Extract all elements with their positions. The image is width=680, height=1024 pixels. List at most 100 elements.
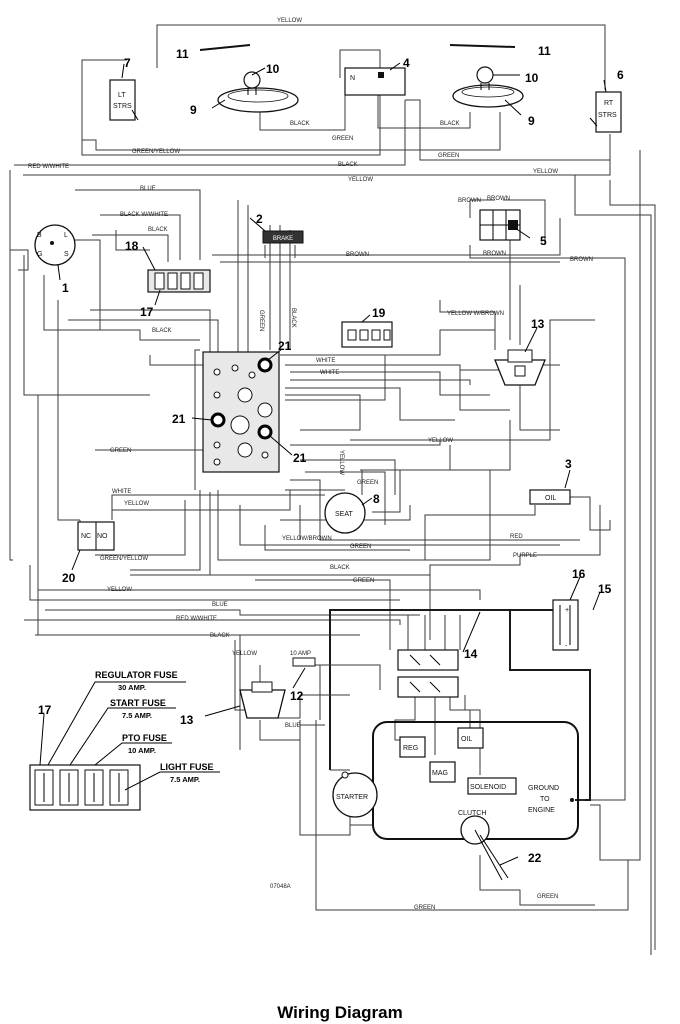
svg-text:WHITE: WHITE bbox=[316, 358, 335, 364]
light-relay: N bbox=[344, 67, 406, 96]
svg-text:RED W/WHITE: RED W/WHITE bbox=[176, 616, 217, 622]
svg-text:7.5 AMP.: 7.5 AMP. bbox=[122, 711, 152, 720]
svg-text:BLACK: BLACK bbox=[210, 633, 230, 639]
svg-text:4: 4 bbox=[403, 56, 410, 70]
svg-text:L: L bbox=[64, 232, 68, 239]
svg-text:NO: NO bbox=[97, 533, 108, 540]
svg-text:10 AMP: 10 AMP bbox=[290, 651, 311, 657]
svg-text:14: 14 bbox=[464, 647, 478, 661]
svg-text:12: 12 bbox=[290, 689, 304, 703]
svg-text:10: 10 bbox=[525, 71, 539, 85]
left-light bbox=[217, 71, 299, 113]
svg-text:BLUE: BLUE bbox=[140, 186, 156, 192]
svg-text:YELLOW: YELLOW bbox=[232, 651, 257, 657]
fuse-callouts: REGULATOR FUSE 30 AMP. START FUSE 7.5 AM… bbox=[95, 670, 214, 784]
svg-text:REG: REG bbox=[403, 745, 418, 752]
light-switch-connector bbox=[479, 209, 521, 241]
svg-text:YELLOW/BROWN: YELLOW/BROWN bbox=[282, 536, 332, 542]
svg-text:BLACK: BLACK bbox=[290, 308, 296, 328]
svg-text:BRAKE: BRAKE bbox=[273, 236, 293, 242]
svg-text:GREEN: GREEN bbox=[414, 905, 435, 911]
svg-text:GREEN: GREEN bbox=[353, 578, 374, 584]
svg-text:2: 2 bbox=[256, 212, 263, 226]
svg-text:YELLOW: YELLOW bbox=[107, 587, 132, 593]
svg-text:20: 20 bbox=[62, 571, 76, 585]
svg-text:START FUSE: START FUSE bbox=[110, 698, 166, 708]
diode-connector bbox=[341, 321, 393, 348]
svg-text:10: 10 bbox=[266, 62, 280, 76]
svg-text:10 AMP.: 10 AMP. bbox=[128, 746, 156, 755]
wire-labels: YELLOW BLACK BLACK GREEN GREEN/YELLOW GR… bbox=[28, 18, 593, 911]
svg-text:BLACK: BLACK bbox=[290, 121, 310, 127]
svg-text:21: 21 bbox=[172, 412, 186, 426]
svg-text:BROWN: BROWN bbox=[487, 196, 510, 202]
svg-text:MAG: MAG bbox=[432, 770, 448, 777]
svg-text:BLACK W/WHITE: BLACK W/WHITE bbox=[120, 212, 168, 218]
rt-stop-switch: RT STRS bbox=[589, 91, 622, 133]
svg-text:RED W/WHITE: RED W/WHITE bbox=[28, 164, 69, 170]
svg-text:GREEN: GREEN bbox=[258, 310, 264, 331]
svg-text:WHITE: WHITE bbox=[320, 370, 339, 376]
svg-text:17: 17 bbox=[140, 305, 154, 319]
svg-text:N: N bbox=[350, 75, 355, 82]
lt-stop-switch: LT STRS bbox=[109, 79, 139, 121]
svg-text:15: 15 bbox=[598, 582, 612, 596]
svg-text:13: 13 bbox=[531, 317, 545, 331]
svg-text:YELLOW: YELLOW bbox=[348, 177, 373, 183]
svg-text:BROWN: BROWN bbox=[458, 198, 481, 204]
svg-text:RED: RED bbox=[510, 534, 523, 540]
wiring-diagram: LT STRS RT STRS N bbox=[9, 18, 656, 955]
svg-text:PTO FUSE: PTO FUSE bbox=[122, 733, 167, 743]
leader-lines bbox=[39, 62, 607, 866]
svg-text:GREEN: GREEN bbox=[350, 544, 371, 550]
svg-text:STRS: STRS bbox=[598, 112, 617, 119]
svg-text:7.5 AMP.: 7.5 AMP. bbox=[170, 775, 200, 784]
svg-text:BLACK: BLACK bbox=[148, 227, 168, 233]
seat-switch: SEAT bbox=[324, 492, 366, 534]
svg-text:BROWN: BROWN bbox=[570, 257, 593, 263]
svg-text:OIL: OIL bbox=[461, 736, 472, 743]
pto-interlock-switch: NC NO bbox=[77, 521, 115, 551]
starter-motor: STARTER bbox=[332, 771, 378, 818]
oil-pressure-sensor: OIL bbox=[529, 489, 571, 505]
svg-text:-: - bbox=[565, 643, 568, 650]
svg-text:GREEN: GREEN bbox=[110, 448, 131, 454]
svg-text:G: G bbox=[37, 251, 42, 258]
svg-text:GREEN/YELLOW: GREEN/YELLOW bbox=[100, 556, 148, 562]
fuse-block-upper bbox=[147, 269, 211, 293]
svg-text:BROWN: BROWN bbox=[483, 251, 506, 257]
wires bbox=[9, 24, 656, 955]
svg-text:STRS: STRS bbox=[113, 103, 132, 110]
svg-text:BLUE: BLUE bbox=[212, 602, 228, 608]
svg-text:7: 7 bbox=[124, 56, 131, 70]
svg-text:5: 5 bbox=[540, 234, 547, 248]
svg-text:S: S bbox=[64, 251, 69, 258]
drawing-number: 07048A bbox=[270, 884, 291, 890]
svg-text:+: + bbox=[565, 607, 569, 614]
svg-text:GREEN: GREEN bbox=[438, 153, 459, 159]
component-numbers: 7 11 11 10 10 4 6 9 9 1 2 5 18 17 19 13 … bbox=[38, 44, 624, 865]
svg-text:CLUTCH: CLUTCH bbox=[458, 810, 486, 817]
svg-text:16: 16 bbox=[572, 567, 586, 581]
svg-text:GREEN/YELLOW: GREEN/YELLOW bbox=[132, 149, 180, 155]
svg-text:REGULATOR FUSE: REGULATOR FUSE bbox=[95, 670, 178, 680]
svg-text:11: 11 bbox=[176, 47, 189, 61]
svg-text:BLACK: BLACK bbox=[338, 162, 358, 168]
pto-clutch: CLUTCH bbox=[458, 810, 509, 881]
svg-text:3: 3 bbox=[565, 457, 572, 471]
relay-upper bbox=[494, 349, 546, 386]
svg-text:21: 21 bbox=[278, 339, 292, 353]
svg-text:OIL: OIL bbox=[545, 495, 556, 502]
svg-text:BLACK: BLACK bbox=[440, 121, 460, 127]
svg-text:GROUND: GROUND bbox=[528, 785, 559, 792]
svg-text:9: 9 bbox=[528, 114, 535, 128]
svg-text:PURPLE: PURPLE bbox=[513, 553, 537, 559]
diagram-caption: Wiring Diagram bbox=[277, 1003, 403, 1022]
starter-solenoid bbox=[397, 649, 459, 698]
svg-text:ENGINE: ENGINE bbox=[528, 807, 555, 814]
svg-text:21: 21 bbox=[293, 451, 307, 465]
svg-text:WHITE: WHITE bbox=[112, 489, 131, 495]
svg-text:8: 8 bbox=[373, 492, 380, 506]
svg-text:YELLOW: YELLOW bbox=[277, 18, 302, 24]
svg-text:6: 6 bbox=[617, 68, 624, 82]
